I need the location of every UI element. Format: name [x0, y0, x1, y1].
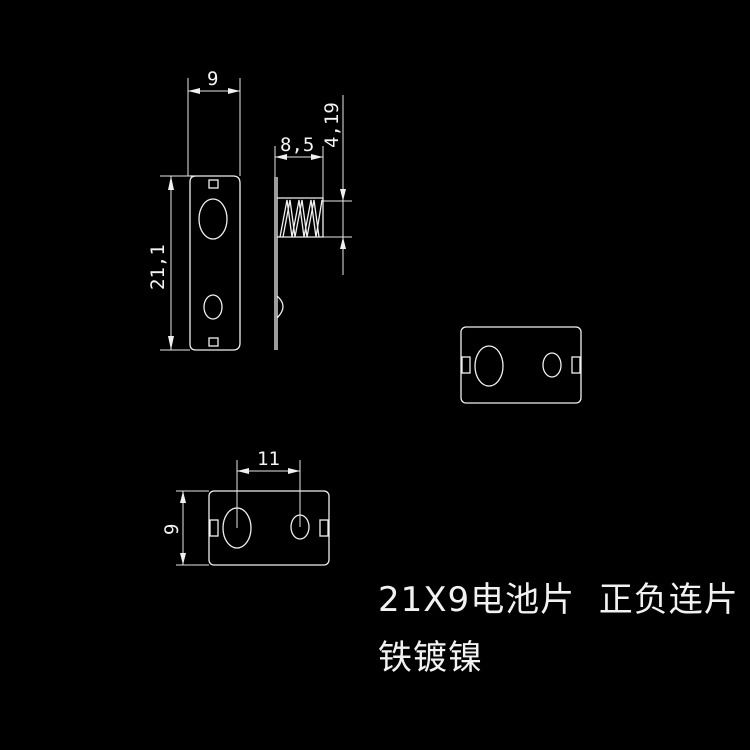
caption-title: 21X9电池片 正负连片	[378, 580, 739, 620]
spring-outline	[277, 197, 324, 238]
plan-plate-outline	[460, 326, 582, 404]
plan-plate-tab-right	[571, 356, 581, 374]
front-plate-large-hole	[198, 198, 228, 240]
caption-material: 铁镀镍	[378, 638, 483, 678]
plan-plate-tab-left	[461, 356, 471, 374]
bottom-plate-tab-right	[319, 519, 329, 537]
front-width-dimension: 9	[207, 68, 218, 90]
side-view: 8,5 4,19	[274, 95, 352, 350]
front-plate-tab-top	[208, 179, 219, 189]
bottom-height-dimension: 9	[161, 524, 183, 535]
front-plate-outline	[189, 175, 241, 351]
front-plate-small-hole	[203, 294, 223, 320]
spring-diameter-dimension: 4,19	[321, 102, 343, 148]
bottom-plate-tab-left	[209, 519, 219, 537]
hole-spacing-dimension: 11	[257, 448, 280, 470]
plan-view	[460, 326, 582, 404]
plan-plate-large-hole	[474, 345, 504, 387]
front-height-dimension: 21,1	[147, 244, 169, 290]
spring-length-dimension: 8,5	[280, 134, 314, 156]
front-plate-tab-bottom	[208, 337, 219, 347]
front-view: 9 21,1	[147, 68, 241, 351]
bottom-view: 11 9	[161, 448, 330, 566]
spring-coils	[279, 199, 323, 238]
side-dimple	[276, 295, 284, 319]
plan-plate-small-hole	[542, 352, 562, 378]
bottom-plate-outline	[208, 490, 330, 566]
